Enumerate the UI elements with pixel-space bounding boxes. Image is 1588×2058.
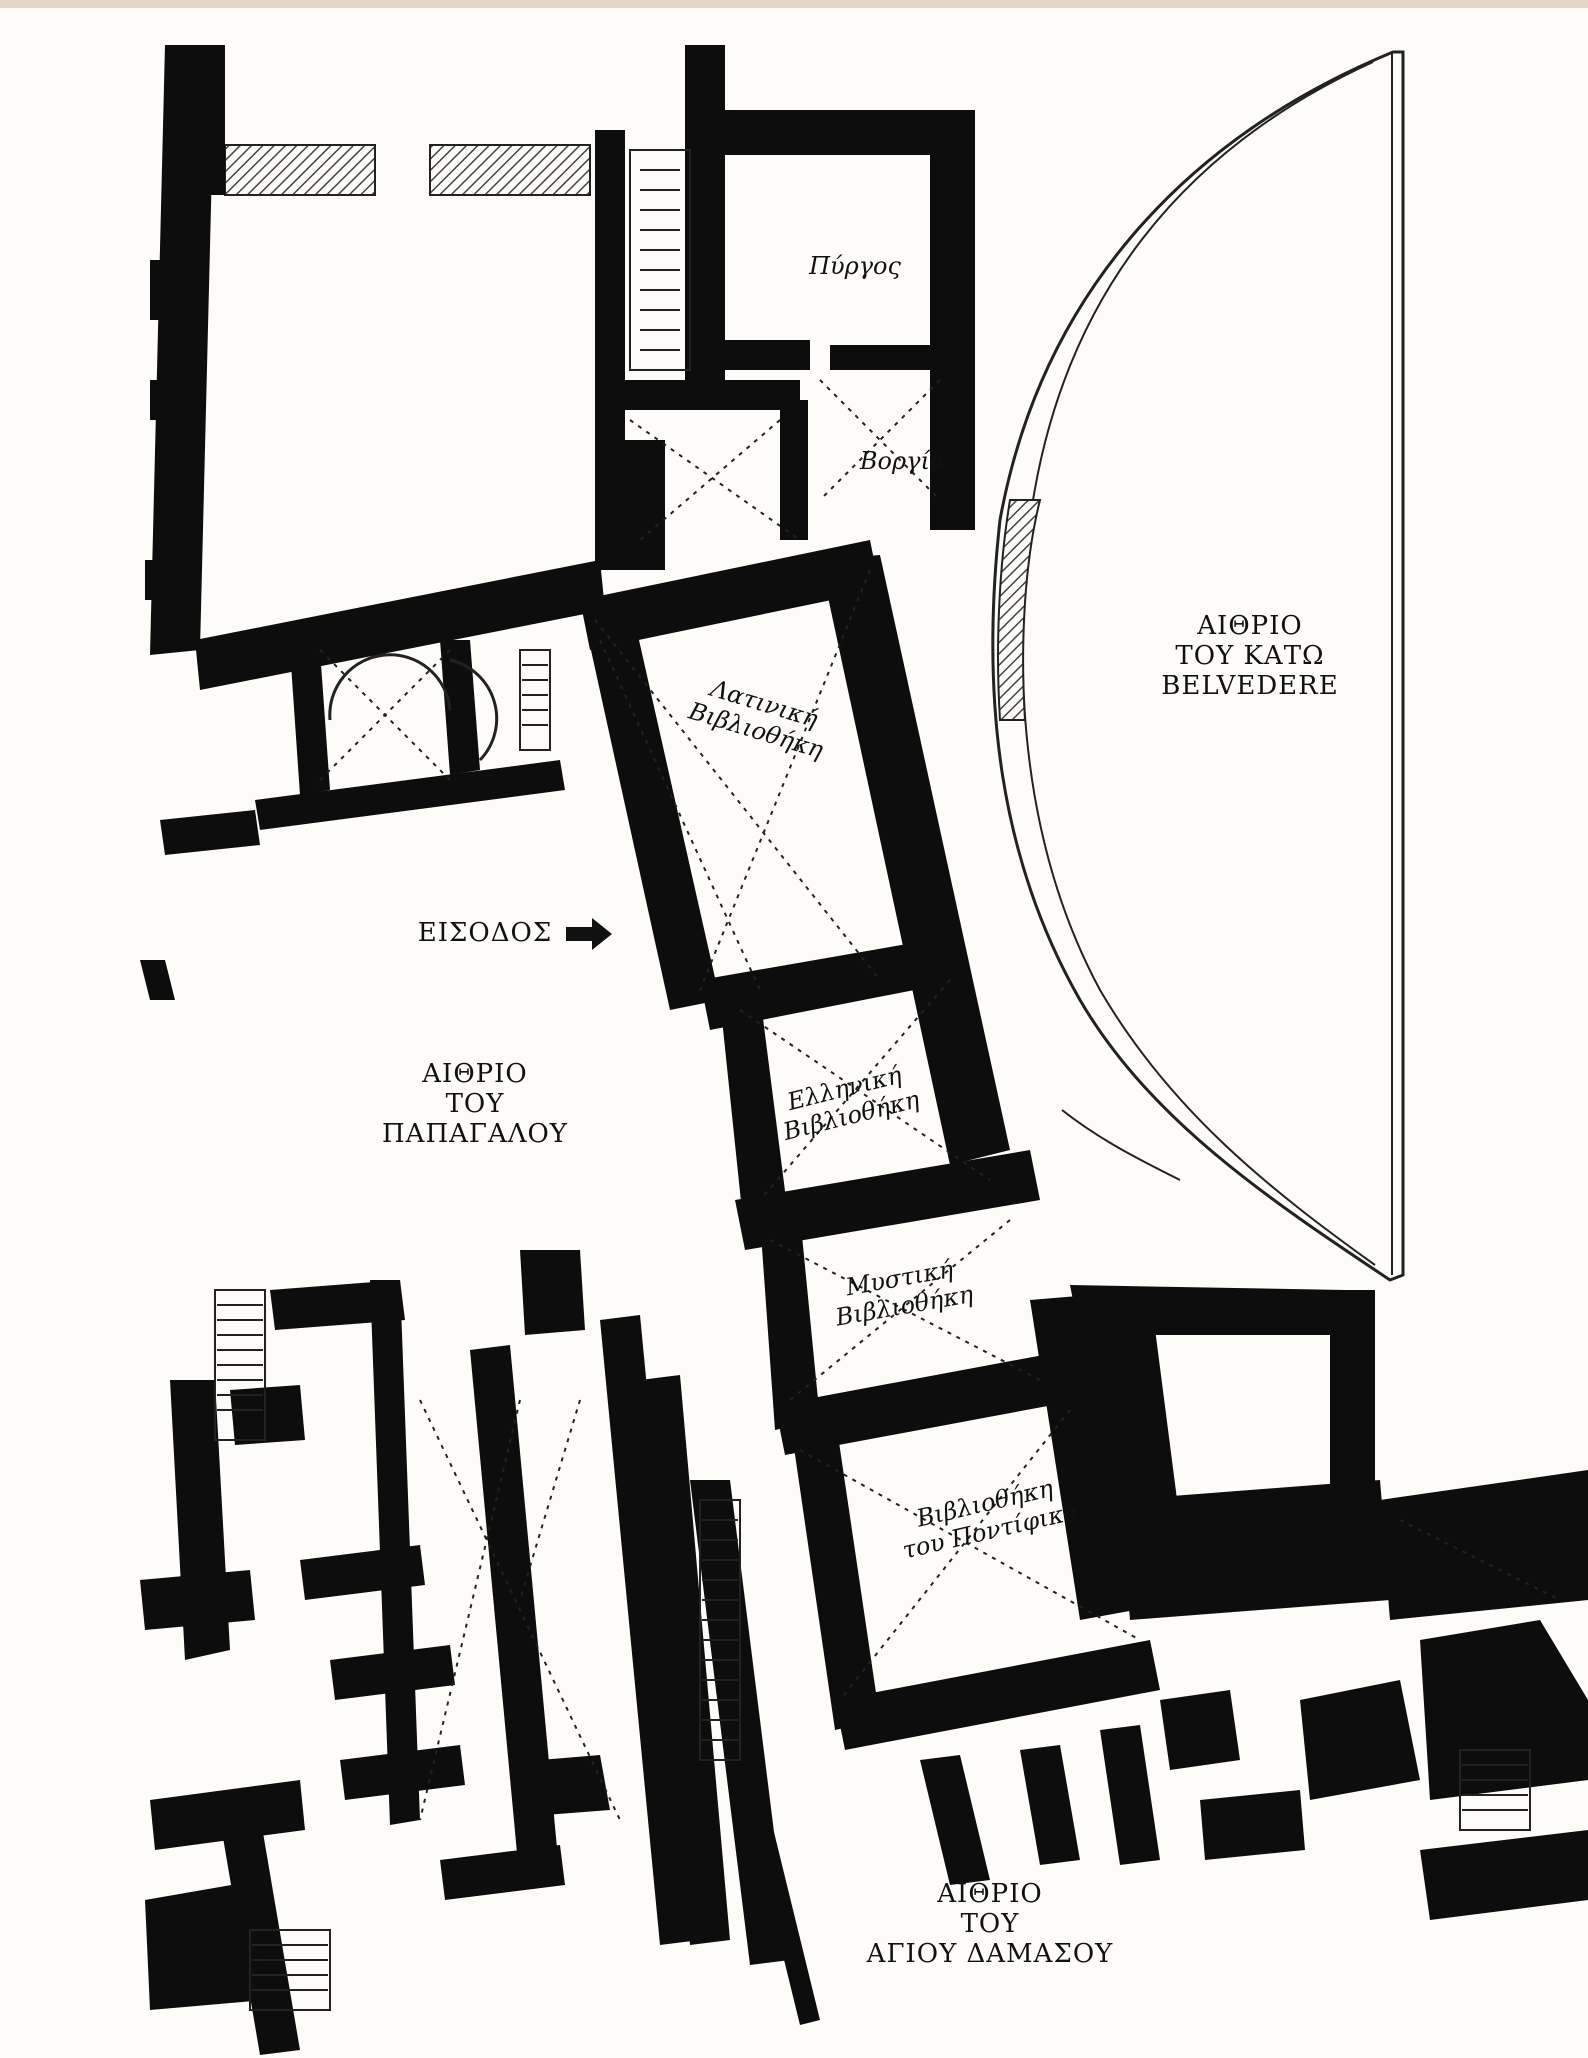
courtyard-label-damaso: ΑΙΘΡΙΟ ΤΟΥ ΑΓΙΟΥ ΔΑΜΑΣΟΥ	[866, 1879, 1114, 1969]
belvedere-exedra	[991, 50, 1405, 1282]
right-arrow-icon	[566, 918, 612, 950]
entrance-label: ΕΙΣΟΔΟΣ	[417, 918, 553, 948]
vault-lines	[319, 379, 1561, 1821]
room-label-borgia: Βοργία	[859, 447, 947, 475]
walls	[140, 45, 1588, 2055]
scan-edge	[0, 0, 1588, 8]
stairs	[214, 149, 1531, 2011]
hatched-wall-left	[224, 144, 376, 196]
courtyard-label-belvedere: ΑΙΘΡΙΟ ΤΟΥ ΚΑΤΩ BELVEDERE	[1161, 611, 1339, 701]
courtyard-label-papagallo: ΑΙΘΡΙΟ ΤΟΥ ΠΑΠΑΓΑΛΟΥ	[382, 1059, 568, 1149]
hatched-wall-right	[429, 144, 591, 196]
room-label-pyrgos: Πύργος	[809, 252, 901, 280]
